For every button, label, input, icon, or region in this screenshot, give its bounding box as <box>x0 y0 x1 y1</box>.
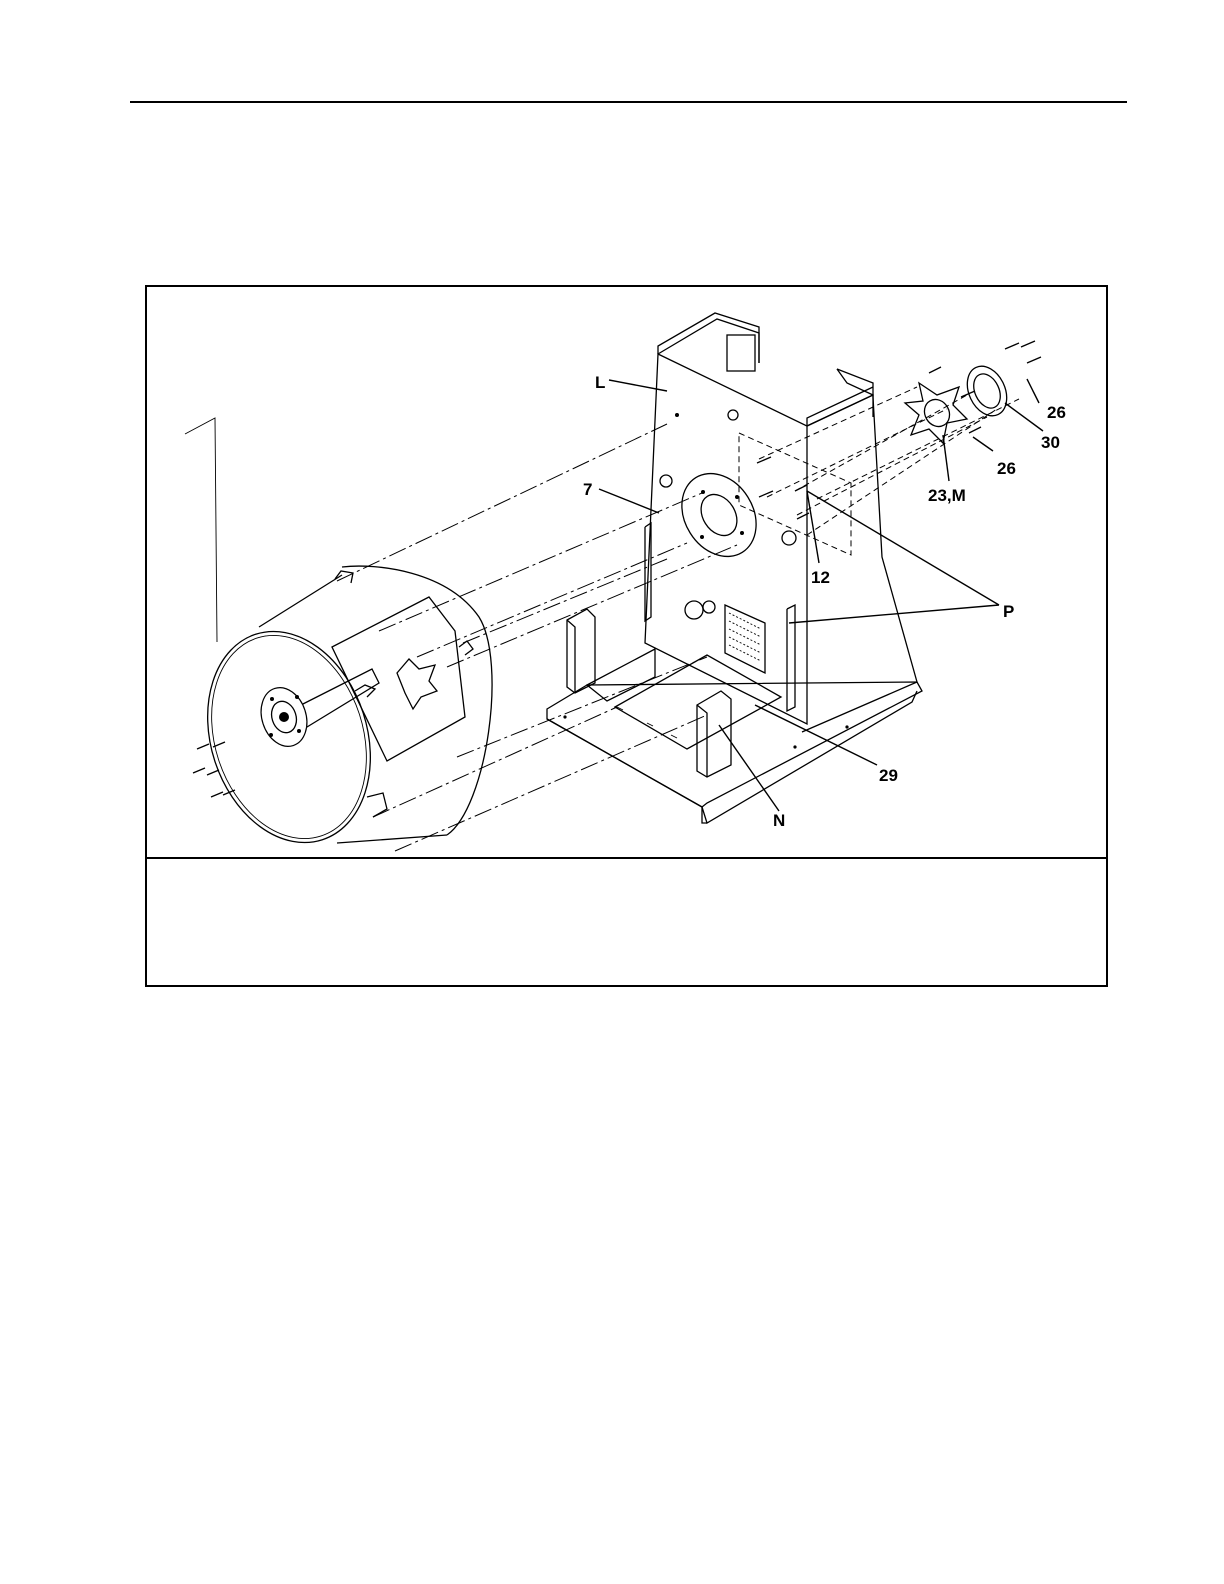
cabinet-base <box>547 609 922 823</box>
callout-30: 30 <box>1041 433 1060 452</box>
callout-L: L <box>595 373 605 392</box>
figure-caption-area <box>147 859 1106 985</box>
callout-29: 29 <box>879 766 898 785</box>
leader-lines <box>599 379 1043 811</box>
drum-reel <box>181 566 492 855</box>
cabinet-frame <box>645 313 917 732</box>
alignment-lines <box>337 387 1019 851</box>
mounting-plate <box>905 383 967 443</box>
callout-7: 7 <box>583 480 592 499</box>
callout-N: N <box>773 811 785 830</box>
figure-frame: L 7 26 30 26 23,M 12 P 29 N <box>145 285 1108 987</box>
callout-12: 12 <box>811 568 830 587</box>
phantom-reference-line <box>185 418 217 642</box>
callout-23-M: 23,M <box>928 486 966 505</box>
exploded-assembly-drawing: L 7 26 30 26 23,M 12 P 29 N <box>147 287 1106 855</box>
callout-26-lower: 26 <box>997 459 1016 478</box>
bolts-26 <box>757 341 1041 519</box>
vent-grille <box>729 613 761 661</box>
ring-30 <box>960 360 1015 422</box>
header-rule <box>130 101 1127 103</box>
callout-26-upper: 26 <box>1047 403 1066 422</box>
callout-P: P <box>1003 602 1014 621</box>
drum-bolts <box>193 742 235 797</box>
